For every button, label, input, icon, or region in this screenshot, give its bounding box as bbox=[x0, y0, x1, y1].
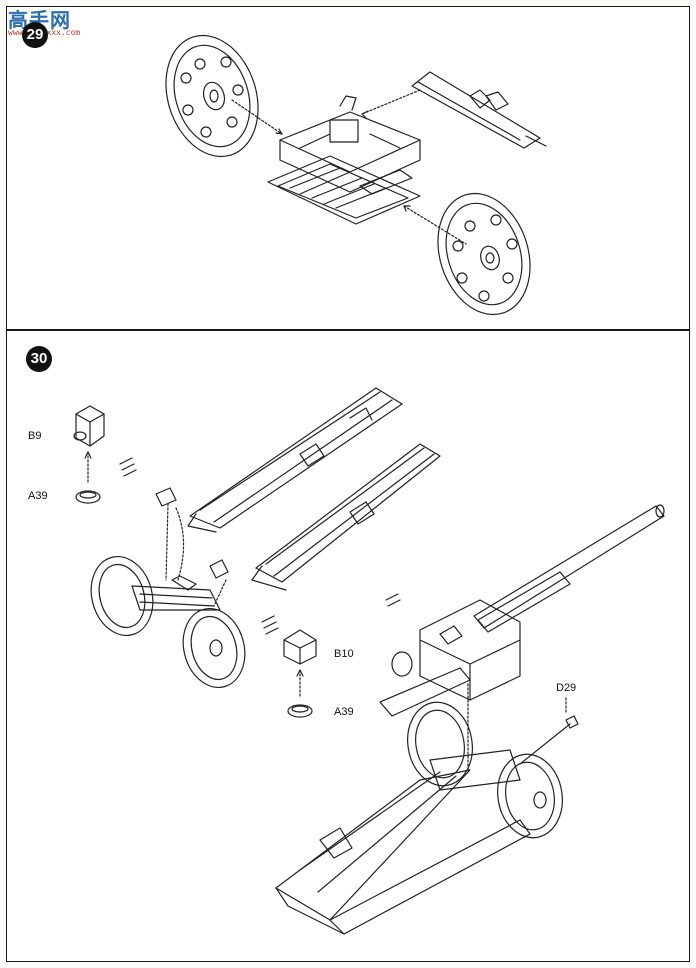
a39-disc-left bbox=[75, 490, 101, 504]
step29-right-wheel bbox=[437, 192, 531, 316]
b10-part bbox=[283, 629, 317, 665]
label-b10: B10 bbox=[334, 648, 354, 660]
a39-disc-right bbox=[287, 704, 313, 718]
glue-mark-1 bbox=[119, 457, 137, 477]
d29-rod bbox=[519, 715, 579, 765]
step29-left-wheel bbox=[165, 34, 259, 158]
label-d29: D29 bbox=[556, 682, 577, 694]
step-29-badge: 29 bbox=[22, 22, 48, 48]
glue-mark-3 bbox=[385, 593, 401, 607]
lower-trail-arm bbox=[251, 443, 441, 591]
label-b9: B9 bbox=[28, 430, 42, 442]
glue-mark-2 bbox=[261, 615, 279, 635]
label-a39-left: A39 bbox=[28, 490, 48, 502]
label-a39-right: A39 bbox=[334, 706, 354, 718]
step-30-panel bbox=[6, 330, 690, 962]
step29-carriage bbox=[267, 95, 421, 225]
axle-wheel-assembly bbox=[90, 555, 246, 689]
step29-trail-part bbox=[411, 71, 547, 149]
clamp-part-right bbox=[209, 559, 229, 579]
clamp-part-left bbox=[155, 487, 177, 507]
b9-part bbox=[73, 405, 105, 447]
step-29-panel bbox=[6, 6, 690, 330]
gun-cradle bbox=[379, 599, 521, 717]
lower-carriage bbox=[275, 701, 563, 935]
upper-trail-arm bbox=[187, 387, 403, 533]
step-30-badge: 30 bbox=[26, 346, 52, 372]
gun-barrel bbox=[473, 504, 665, 633]
